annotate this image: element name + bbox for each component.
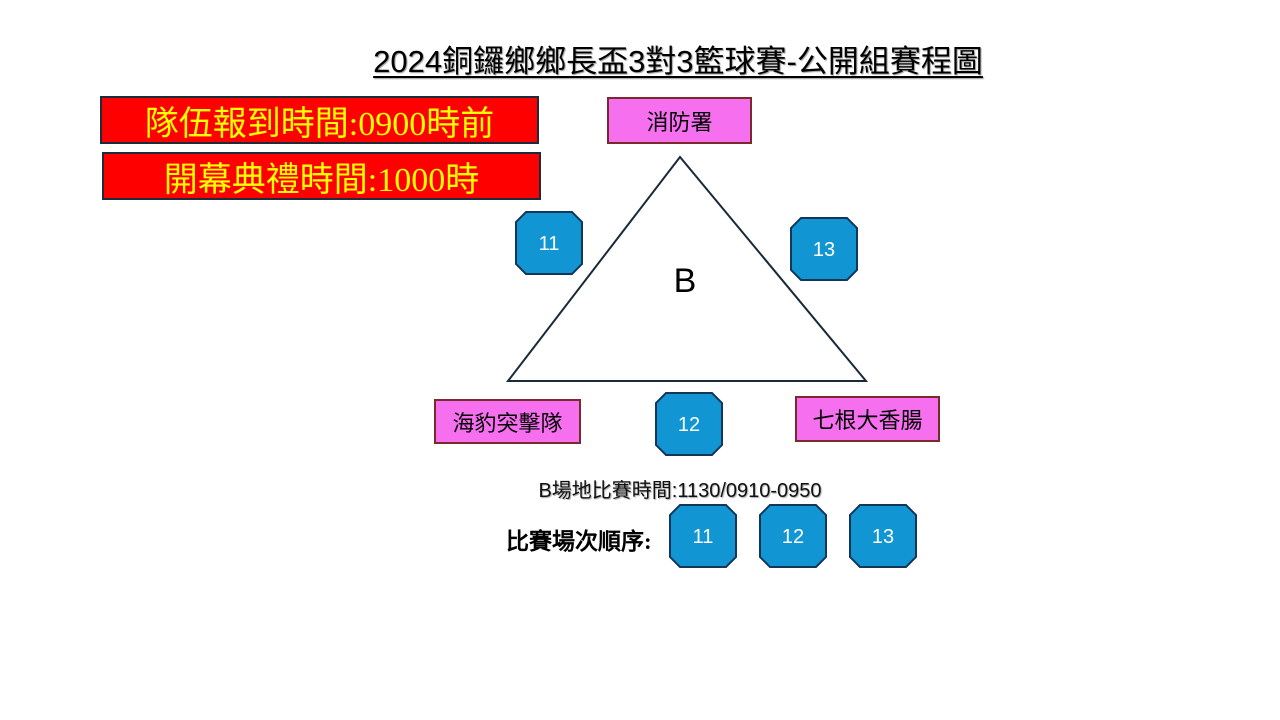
octagon-shape: [759, 504, 827, 568]
team-bottom-right: 七根大香腸: [795, 396, 940, 442]
order-badge-1: 11: [669, 504, 737, 568]
match-badge-left-edge: 11: [515, 211, 583, 275]
match-number: 12: [678, 414, 700, 436]
match-number: 13: [872, 526, 894, 548]
match-number: 12: [782, 526, 804, 548]
octagon-shape: [849, 504, 917, 568]
team-bottom-left: 海豹突擊隊: [434, 399, 581, 444]
notice-checkin-time: 隊伍報到時間:0900時前: [100, 96, 539, 144]
page-title: 2024銅鑼鄉鄉長盃3對3籃球賽-公開組賽程圖: [373, 44, 983, 79]
match-number: 11: [539, 233, 560, 255]
round-robin-triangle: [505, 155, 869, 382]
octagon-shape: [669, 504, 737, 568]
match-number: 11: [693, 526, 714, 548]
octagon-shape: [655, 392, 723, 456]
order-badge-3: 13: [849, 504, 917, 568]
team-top: 消防署: [607, 97, 752, 144]
match-badge-bottom-edge: 12: [655, 392, 723, 456]
order-badge-2: 12: [759, 504, 827, 568]
notice-opening-ceremony: 開幕典禮時間:1000時: [102, 152, 541, 200]
match-order-label: 比賽場次順序:: [506, 529, 652, 554]
match-number: 13: [813, 239, 835, 261]
court-label: B: [673, 262, 697, 300]
octagon-shape: [790, 217, 858, 281]
octagon-shape: [515, 211, 583, 275]
schedule-time: B場地比賽時間:1130/0910-0950: [538, 480, 822, 502]
match-badge-right-edge: 13: [790, 217, 858, 281]
